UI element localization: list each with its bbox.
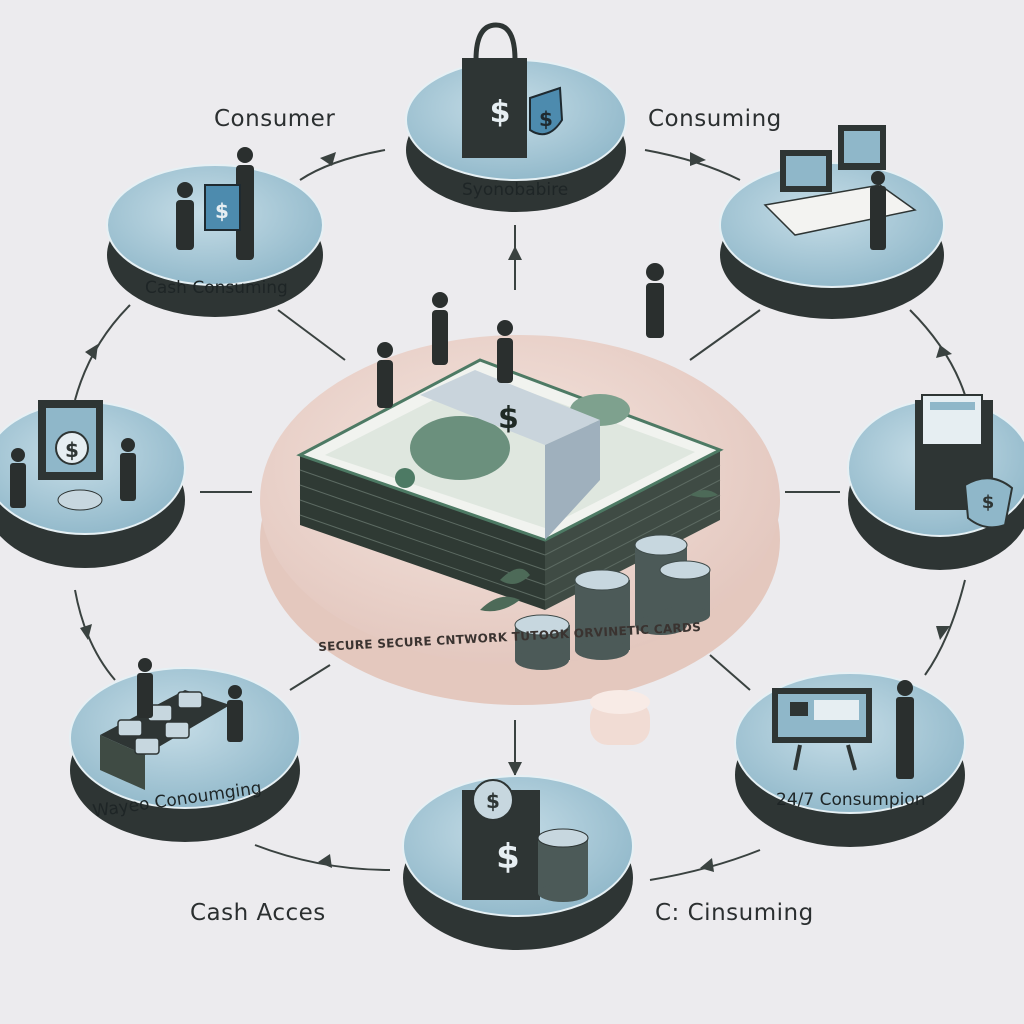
disc-bottom-right[interactable] bbox=[734, 672, 966, 847]
disc-top-center[interactable]: $ $ bbox=[405, 22, 627, 212]
cash-stack-side-right bbox=[545, 450, 720, 610]
ring-arrowheads bbox=[80, 152, 952, 872]
arrowhead bbox=[508, 762, 522, 776]
label-top-right: Consuming bbox=[648, 106, 782, 132]
monitor-presentation-icon bbox=[772, 680, 914, 779]
spoke bbox=[709, 654, 751, 691]
arrowhead bbox=[936, 626, 950, 640]
label-top-center-disc: Syonobabire bbox=[462, 180, 569, 200]
person-icon bbox=[497, 320, 513, 383]
cash-stack-icon: $ bbox=[296, 358, 724, 610]
connector-top-left bbox=[299, 149, 386, 181]
disc-bottom-center[interactable]: $ $ bbox=[402, 775, 634, 950]
arrowhead bbox=[700, 858, 714, 872]
svg-text:$: $ bbox=[496, 837, 520, 877]
spoke-arrowheads bbox=[508, 246, 522, 776]
people-exchange-icon: $ bbox=[176, 147, 254, 260]
label-top-left: Consumer bbox=[214, 106, 336, 132]
computer-workstation-icon bbox=[763, 125, 917, 250]
cash-stack-side bbox=[300, 455, 545, 610]
person-icon bbox=[646, 263, 664, 338]
disc-right[interactable]: $ bbox=[847, 394, 1024, 570]
bill-face bbox=[325, 375, 695, 528]
coin-stack bbox=[659, 560, 711, 624]
spoke-connectors bbox=[200, 225, 840, 790]
label-bottom-right-disc: 24/7 Consumpion bbox=[776, 790, 926, 810]
label-upper-left-disc: Cash Consuming bbox=[145, 278, 288, 298]
leaf-decoration-icon bbox=[480, 490, 718, 612]
label-bottom-right: C: Cinsuming bbox=[655, 900, 814, 926]
cash-band-side bbox=[545, 420, 600, 540]
spoke bbox=[689, 309, 761, 361]
svg-text:$: $ bbox=[490, 95, 511, 130]
arrowhead bbox=[318, 854, 332, 868]
connector-lower-right bbox=[924, 579, 966, 676]
band-dollar-symbol: $ bbox=[498, 401, 519, 436]
wallet-cards-icon: $ bbox=[915, 394, 1014, 529]
shopping-bag-dollar-icon: $ $ bbox=[462, 22, 564, 158]
arrowhead bbox=[85, 344, 98, 360]
connector-lower-left bbox=[74, 589, 116, 681]
spoke bbox=[277, 309, 346, 361]
disc-upper-right[interactable] bbox=[719, 125, 945, 319]
svg-text:$: $ bbox=[65, 438, 79, 462]
svg-text:$: $ bbox=[215, 199, 229, 223]
connector-bottom-left bbox=[254, 844, 391, 871]
disc-left[interactable]: $ bbox=[0, 400, 186, 568]
platform-tab-top bbox=[590, 690, 650, 714]
bill-small-seal bbox=[395, 468, 415, 488]
connector-upper-right bbox=[909, 309, 966, 396]
coin-stack bbox=[574, 569, 630, 660]
coin-stacks-icon bbox=[514, 534, 711, 670]
svg-text:$: $ bbox=[486, 789, 500, 813]
payment-terminal-icon: $ bbox=[10, 400, 136, 511]
connector-upper-left bbox=[74, 304, 131, 401]
label-bottom-left: Cash Acces bbox=[190, 900, 326, 926]
svg-text:$: $ bbox=[982, 492, 995, 513]
person-icon bbox=[377, 342, 393, 408]
svg-text:$: $ bbox=[539, 107, 553, 131]
atm-coins-icon: $ $ bbox=[462, 779, 589, 902]
arrowhead bbox=[80, 624, 92, 640]
bill-portrait bbox=[410, 416, 510, 480]
cash-bundles-icon bbox=[100, 658, 243, 790]
arrowhead bbox=[508, 246, 522, 260]
disc-bottom-left[interactable] bbox=[69, 658, 301, 842]
arrowhead bbox=[690, 152, 706, 166]
spoke bbox=[289, 664, 331, 691]
arrowhead bbox=[320, 152, 336, 166]
people-figures bbox=[377, 263, 664, 408]
person-icon bbox=[432, 292, 448, 365]
cash-band bbox=[420, 370, 600, 445]
coin-stack bbox=[514, 614, 570, 670]
arrowhead bbox=[936, 345, 952, 358]
disc-upper-left[interactable]: $ bbox=[106, 147, 324, 317]
